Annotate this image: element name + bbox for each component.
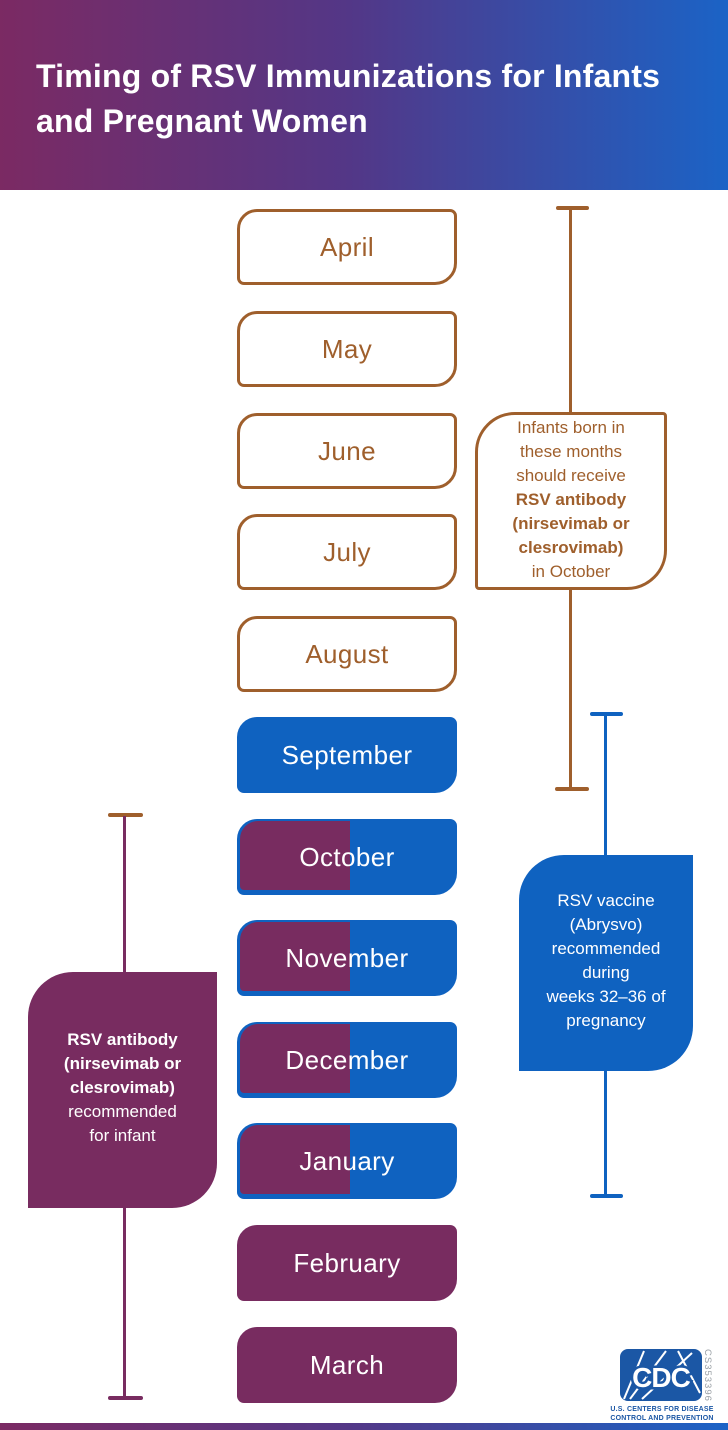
birth-note-text: Infants born in these months should rece… xyxy=(516,418,626,485)
antibody-note-callout: RSV antibody (nirsevimab or clesrovimab)… xyxy=(28,972,217,1208)
vaccine-bracket-bottom-cap xyxy=(590,1194,623,1198)
antibody-bracket-top-cap xyxy=(108,813,143,817)
month-box-may: May xyxy=(237,311,457,387)
antibody-window-overlay xyxy=(240,922,350,991)
antibody-bracket-bottom-cap xyxy=(108,1396,143,1400)
document-number: CS353396 xyxy=(702,1349,713,1402)
header-banner: Timing of RSV Immunizations for Infants … xyxy=(0,0,728,190)
antibody-window-overlay xyxy=(240,821,350,890)
month-box-june: June xyxy=(237,413,457,489)
month-box-august: August xyxy=(237,616,457,692)
month-label: March xyxy=(309,1349,385,1380)
cdc-acronym: CDC xyxy=(632,1362,690,1393)
antibody-note-text: recommended for infant xyxy=(68,1102,177,1145)
vaccine-bracket-top-cap xyxy=(590,712,623,716)
month-box-december: December xyxy=(237,1022,457,1098)
footer-gradient-bar xyxy=(0,1423,728,1430)
cdc-tagline-line2: CONTROL AND PREVENTION xyxy=(610,1414,714,1422)
month-box-april: April xyxy=(237,209,457,285)
month-label: October xyxy=(299,841,395,872)
month-label: August xyxy=(305,638,389,669)
month-label: December xyxy=(285,1044,409,1075)
cdc-logo-icon: CDC xyxy=(620,1349,702,1401)
page-title: Timing of RSV Immunizations for Infants … xyxy=(36,58,661,139)
birth-bracket-bottom-cap xyxy=(555,787,589,791)
antibody-window-overlay xyxy=(240,1125,350,1194)
month-box-january: January xyxy=(237,1123,457,1199)
month-box-october: October xyxy=(237,819,457,895)
month-label: July xyxy=(323,536,371,567)
month-label: May xyxy=(321,333,373,364)
cdc-logo-block: CDC U.S. CENTERS FOR DISEASE CONTROL AND… xyxy=(607,1349,717,1423)
month-label: November xyxy=(285,942,409,973)
month-box-september: September xyxy=(237,717,457,793)
birth-bracket-top-cap xyxy=(556,206,589,210)
antibody-window-overlay xyxy=(240,1024,350,1093)
month-box-february: February xyxy=(237,1225,457,1301)
month-box-july: July xyxy=(237,514,457,590)
month-label: June xyxy=(318,435,376,466)
month-label: February xyxy=(293,1247,401,1278)
antibody-note-bold-text: RSV antibody (nirsevimab or clesrovimab) xyxy=(63,1030,182,1097)
vaccine-note-callout: RSV vaccine (Abrysvo) recommended during… xyxy=(519,855,693,1071)
birth-note-callout: Infants born in these months should rece… xyxy=(475,412,667,590)
month-label: April xyxy=(319,231,374,262)
month-box-march: March xyxy=(237,1327,457,1403)
birth-note-suffix: in October xyxy=(531,562,611,581)
birth-note-bold-text: RSV antibody (nirsevimab or clesrovimab) xyxy=(512,490,630,557)
vaccine-note-text: RSV vaccine (Abrysvo) recommended during… xyxy=(546,891,666,1030)
month-label: January xyxy=(299,1145,395,1176)
month-box-november: November xyxy=(237,920,457,996)
cdc-tagline-line1: U.S. CENTERS FOR DISEASE xyxy=(610,1406,714,1413)
month-label: September xyxy=(281,739,413,770)
